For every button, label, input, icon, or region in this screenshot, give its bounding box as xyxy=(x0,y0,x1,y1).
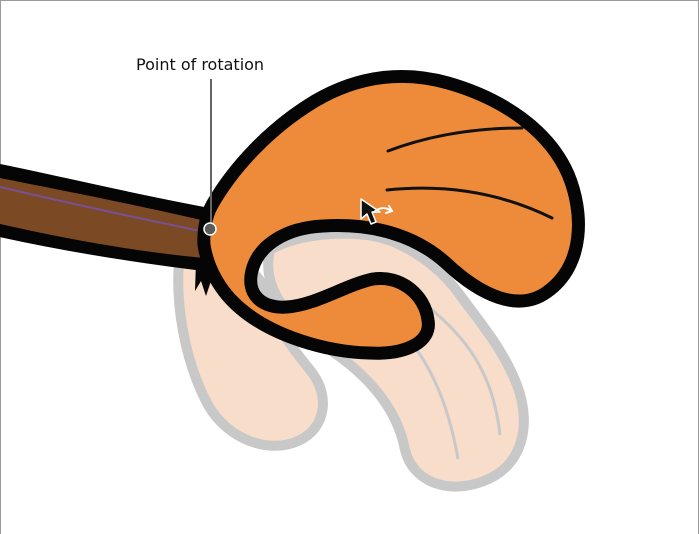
arm xyxy=(0,168,220,268)
paw-body xyxy=(204,76,579,353)
paw xyxy=(204,76,579,353)
pivot-point-icon[interactable] xyxy=(204,223,216,235)
point-of-rotation-label: Point of rotation xyxy=(136,55,264,75)
